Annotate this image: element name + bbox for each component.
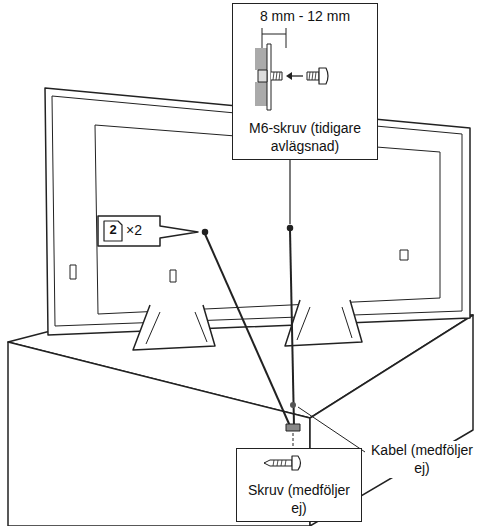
callout-box: 8 mm - 12 mm M6-skruv (tidigare avlägsnad… [232,3,378,160]
part-name: Kabel (medföljer ej) [368,441,476,478]
dimension-text: 8 mm - 12 mm [260,8,350,26]
part-name: Skruv (medföljer ej) [242,482,356,517]
callout-number: ×2 [126,222,158,240]
callout-box: Skruv (medföljer ej) [236,448,362,522]
callout-number: 2 [104,222,122,238]
part-name: M6-skruv (tidigare avlägsnad) [238,120,372,155]
